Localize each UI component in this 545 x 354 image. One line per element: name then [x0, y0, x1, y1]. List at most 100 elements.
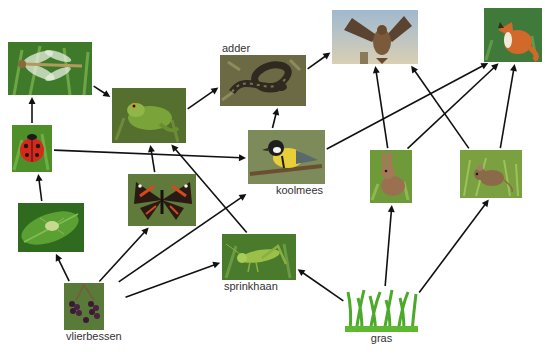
- mouse-photo-part: [477, 165, 483, 171]
- arrow-line: [302, 272, 344, 301]
- arrow-line: [327, 65, 484, 149]
- butterfly-node: [128, 174, 196, 226]
- arrow-line: [414, 70, 469, 149]
- arrow-head: [36, 174, 43, 181]
- arrow-line: [376, 71, 388, 148]
- food-arrow: [119, 194, 247, 282]
- rabbit-photo-part: [385, 170, 388, 173]
- grasshopper-node: sprinkhaan: [222, 234, 296, 293]
- arrow-line: [385, 210, 391, 286]
- food-arrow: [500, 64, 517, 148]
- mouse-photo-part: [476, 173, 478, 175]
- buzzard-photo-part: [344, 18, 378, 42]
- great-tit-photo-part: [296, 150, 318, 164]
- arrow-head: [510, 64, 517, 71]
- dragonfly-photo-part: [18, 60, 26, 68]
- butterfly-photo-part: [138, 184, 142, 188]
- photo-frame: [112, 88, 186, 143]
- food-arrow: [419, 200, 489, 293]
- adder-photo-part: [220, 55, 306, 106]
- arrow-line: [126, 264, 216, 297]
- frog-photo-part: [131, 103, 137, 109]
- elderberry-photo-part: [69, 301, 75, 307]
- rabbit-photo-part: [381, 176, 405, 196]
- photo-frame: [248, 130, 325, 184]
- dragonfly-node: [8, 42, 92, 95]
- photo-frame: [128, 174, 196, 226]
- ladybug-photo-part: [24, 144, 28, 148]
- elderberry-photo-part: [76, 310, 82, 316]
- elderberry-photo-part: [83, 317, 89, 323]
- frog-node: [112, 88, 186, 143]
- great-tit-photo-part: [248, 130, 325, 184]
- dragonfly-photo-part: [14, 46, 88, 95]
- rabbit-photo-part: [388, 151, 393, 167]
- grasshopper-photo-part: [226, 244, 290, 278]
- arrow-head: [480, 63, 488, 69]
- arrow-line: [188, 90, 215, 108]
- photo-frame: [460, 150, 522, 198]
- arrow-head: [388, 205, 395, 212]
- buzzard-photo-part: [332, 10, 418, 64]
- arrow-head: [411, 66, 418, 74]
- frog-photo: [112, 88, 186, 143]
- frog-photo-part: [127, 103, 145, 117]
- organism-label: adder: [220, 42, 252, 55]
- aphid-photo-part: [24, 214, 78, 242]
- rabbit-photo-part: [370, 150, 412, 203]
- food-arrow: [94, 86, 111, 97]
- arrow-line: [94, 86, 106, 94]
- food-arrow: [385, 205, 395, 286]
- grasshopper-photo: [222, 234, 296, 280]
- adder-node: adder: [220, 42, 306, 106]
- arrow-head: [298, 269, 306, 276]
- mouse-photo-part: [504, 180, 512, 192]
- great-tit-photo-part: [268, 140, 284, 156]
- arrow-head: [239, 194, 247, 201]
- arrow-head: [239, 154, 246, 161]
- elderberry-photo-part: [64, 283, 104, 330]
- rabbit-node: [370, 150, 412, 203]
- arrow-line: [31, 102, 33, 123]
- arrow-line: [175, 148, 247, 232]
- photo-frame: [332, 10, 418, 64]
- mouse-node: [460, 150, 522, 198]
- arrow-head: [141, 227, 148, 235]
- fox-photo-part: [504, 30, 532, 54]
- organism-label: sprinkhaan: [222, 280, 280, 293]
- butterfly-photo: [128, 174, 196, 226]
- arrow-head: [482, 200, 489, 208]
- arrow-head: [212, 262, 220, 269]
- arrow-head: [148, 145, 155, 152]
- organism-label: gras: [369, 332, 394, 345]
- arrow-line: [119, 197, 243, 282]
- food-arrow: [298, 269, 344, 301]
- grass-photo-part: [345, 288, 418, 332]
- grasshopper-photo-part: [248, 262, 258, 272]
- photo-frame: [484, 8, 542, 62]
- elderberry-node: vlierbessen: [64, 283, 124, 343]
- food-arrow: [373, 66, 388, 148]
- rabbit-photo: [370, 150, 412, 203]
- adder-photo-part: [232, 65, 288, 92]
- food-arrow: [407, 63, 498, 148]
- photo-frame: [345, 288, 418, 332]
- fox-photo-part: [498, 22, 504, 28]
- butterfly-photo-part: [161, 190, 164, 214]
- dragonfly-photo: [8, 42, 92, 95]
- food-arrow: [308, 53, 331, 69]
- grasshopper-photo-part: [226, 244, 240, 254]
- arrow-line: [500, 69, 513, 148]
- grass-photo: [345, 288, 418, 332]
- arrow-line: [54, 150, 241, 158]
- photo-frame: [370, 150, 412, 203]
- ladybug-node: [12, 125, 52, 172]
- fox-photo-part: [504, 32, 512, 48]
- photo-frame: [220, 55, 306, 106]
- elderberry-photo-part: [70, 308, 76, 314]
- buzzard-photo-part: [377, 25, 387, 35]
- photo-frame: [18, 203, 84, 252]
- great-tit-photo-part: [273, 147, 281, 153]
